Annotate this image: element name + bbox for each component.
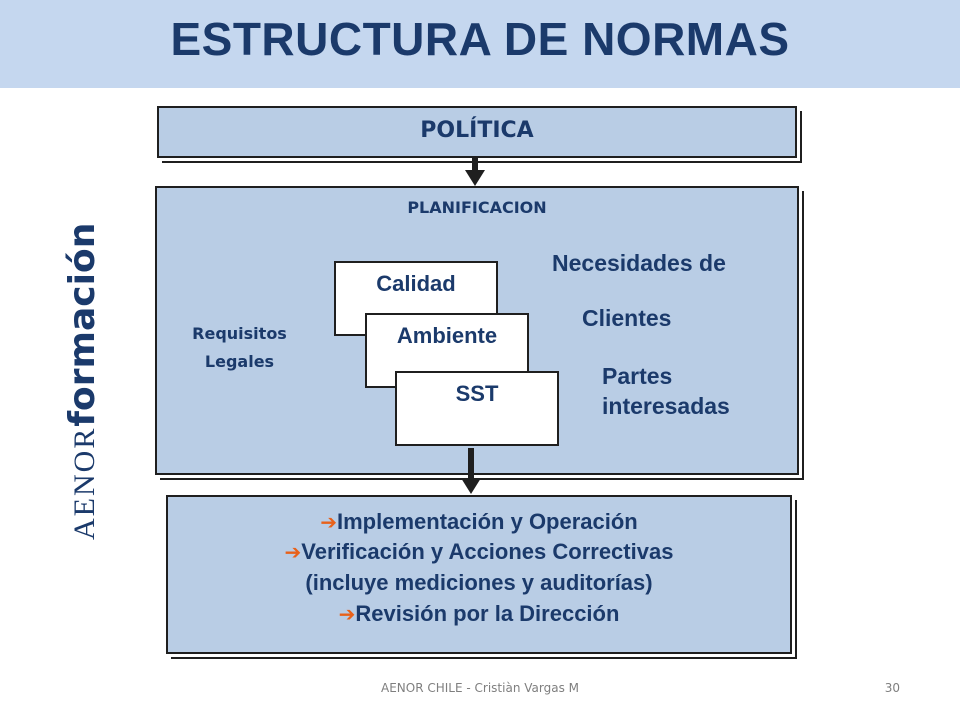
planificacion-label: PLANIFICACION [407,198,547,217]
politica-box: POLÍTICA [157,106,797,158]
partes-line1: Partes [602,363,673,389]
arrow-head-planificacion-implementacion [461,478,481,494]
revision-line: ➔Revisión por la Dirección [168,601,790,627]
requisitos-line1: Requisitos [192,324,287,343]
footer-text: AENOR CHILE - Cristiàn Vargas M [381,681,579,695]
revision-text: Revisión por la Dirección [355,601,620,626]
arrow-head-politica-planificacion [465,170,485,186]
requisitos-text: Requisitos Legales [177,320,302,376]
implementacion-box: ➔Implementación y Operación ➔Verificació… [166,495,792,654]
planificacion-box: PLANIFICACION Requisitos Legales Necesid… [155,186,799,475]
incluye-line: (incluye mediciones y auditorías) [168,570,790,596]
arrow-planificacion-implementacion [468,448,474,480]
necesidades-text: Necesidades de [552,250,726,276]
arrow-bullet-icon: ➔ [284,540,302,564]
sst-box: SST [395,371,559,446]
logo-formacion-text: formación [62,222,103,427]
aenor-formacion-logo: AENORformación [62,223,103,540]
requisitos-line2: Legales [204,352,275,371]
clientes-text: Clientes [582,305,672,331]
implementacion-text: Implementación y Operación [337,509,638,534]
implementacion-line: ➔Implementación y Operación [168,509,790,535]
arrow-politica-planificacion [472,158,478,172]
politica-label: POLÍTICA [420,118,534,143]
ambiente-label: Ambiente [396,323,498,348]
partes-line2: interesadas [602,393,730,419]
page-number: 30 [884,681,900,695]
arrow-bullet-icon: ➔ [338,602,356,626]
sst-label: SST [455,381,499,406]
arrow-bullet-icon: ➔ [320,510,337,534]
calidad-label: Calidad [376,271,456,296]
slide-title: ESTRUCTURA DE NORMAS [170,13,790,65]
partes-interesadas-text: Partes interesadas [602,361,730,421]
header-band [0,0,960,88]
incluye-text: (incluye mediciones y auditorías) [305,570,653,595]
verificacion-line: ➔Verificación y Acciones Correctivas [168,539,790,565]
verificacion-text: Verificación y Acciones Correctivas [301,539,674,564]
logo-aenor-text: AENOR [68,426,101,540]
